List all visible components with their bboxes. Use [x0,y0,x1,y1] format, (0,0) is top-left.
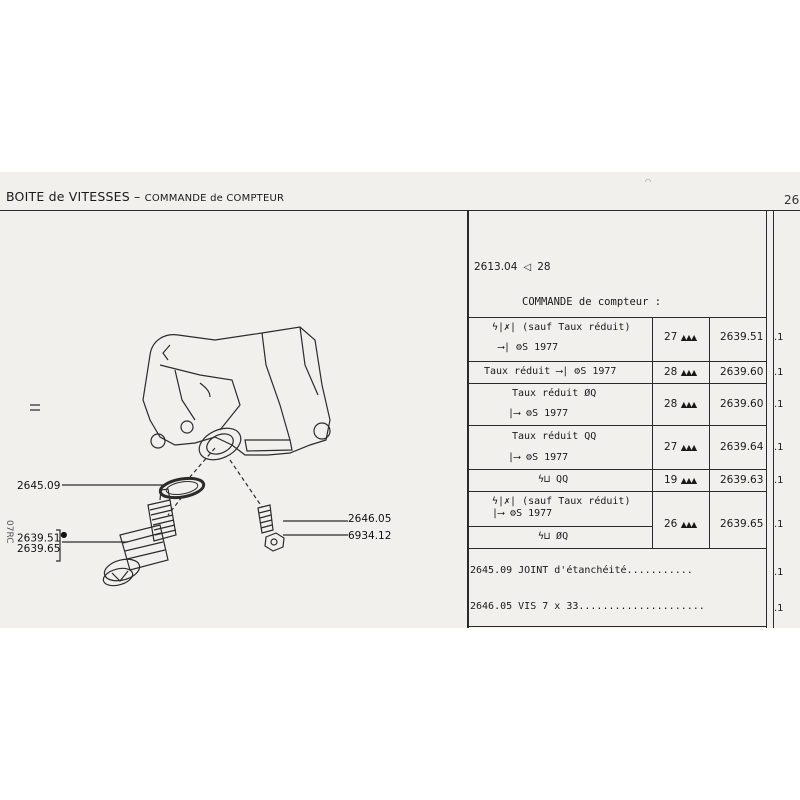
row-ref: 2639.51 [720,331,764,343]
column-divider-edge [773,211,774,628]
part-text: 2646.05 VIS 7 x 33 [470,601,579,612]
row-rule [468,425,767,426]
row-description-3: ϟ⊔ ØQ [538,531,569,542]
part-leader: ........... [626,565,693,576]
row-rule [468,383,767,384]
row-q: .1 [774,475,784,486]
row-description: ϟ|✗| (sauf Taux réduit) [492,496,631,507]
row-description-2: ⟶| ⚙S 1977 [498,342,559,353]
column-divider-qty [652,317,653,548]
qty-triangles: ▲▲▲ [680,520,698,529]
row-q: .1 [774,519,784,530]
qty-number: 28 [664,366,678,378]
row-description-2: |⟶ ⚙S 1977 [492,508,553,519]
row-ref: 2639.64 [720,441,764,453]
column-divider-right [766,211,767,628]
row-qty: 19 ▲▲▲ [664,474,698,486]
callout-2639-51-label: 2639.51 [17,532,61,545]
callout-2639-65: 2639.65 [17,543,61,555]
catalog-sheet [0,172,800,628]
callout-6934-12: 6934.12 [348,530,392,542]
row-rule [468,317,767,318]
row-q: .1 [774,399,784,410]
column-divider-ref [709,317,710,548]
row-ref: 2639.65 [720,518,764,530]
row-ref: 2639.60 [720,366,764,378]
margin-mark: 07RC [4,520,14,544]
row-description: Taux réduit ØQ [512,388,597,399]
qty-number: 19 [664,474,678,486]
reference-number: 2613.04 [474,261,518,273]
qty-triangles: ▲▲▲ [680,333,698,342]
part-q: .1 [774,567,784,578]
callout-2639-51: 2639.51● [17,530,68,545]
qty-triangles: ▲▲▲ [680,443,698,452]
exploded-diagram: 2645.09 2639.51● 2639.65 2646.05 6934.12… [0,215,468,628]
row-description-2: |⟶ ⚙S 1977 [508,408,569,419]
qty-number: 28 [664,398,678,410]
diagram-drawing [30,326,348,587]
title-separator: – [129,189,145,204]
callout-2646-05: 2646.05 [348,513,392,525]
callout-2645-09: 2645.09 [17,480,61,492]
qty-number: 26 [664,518,678,530]
part-leader: ..................... [578,601,705,612]
row-description: Taux réduit ⟶| ⚙S 1977 [484,366,617,377]
row-rule [468,626,767,627]
page-title: BOITE de VITESSES – COMMANDE de COMPTEUR [6,189,284,204]
row-description-2: |⟶ ⚙S 1977 [508,452,569,463]
row-rule-partial [468,526,652,527]
row-rule [468,548,767,549]
qty-number: 27 [664,331,678,343]
scan-mark: ⌒ [645,176,652,187]
part-line: 2646.05 VIS 7 x 33..................... [470,601,705,612]
row-rule [468,469,767,470]
section-title: COMMANDE de compteur : [522,296,662,308]
row-description: ϟ⊔ QQ [538,474,569,485]
row-qty: 28 ▲▲▲ [664,366,698,378]
header-rule [0,210,800,211]
row-ref: 2639.63 [720,474,764,486]
row-rule [468,491,767,492]
reference-line: 2613.04 ◁ 28 [474,261,551,273]
table-left-border [467,211,469,628]
row-description: ϟ|✗| (sauf Taux réduit) [492,322,631,333]
row-q: .1 [774,367,784,378]
part-text: 2645.09 JOINT d'étanchéité [470,565,627,576]
qty-triangles: ▲▲▲ [680,476,698,485]
reference-page: 28 [537,261,551,273]
row-description: Taux réduit QQ [512,431,597,442]
title-sub: COMMANDE de COMPTEUR [144,193,285,204]
row-q: .1 [774,442,784,453]
row-q: .1 [774,332,784,343]
row-qty: 26 ▲▲▲ [664,518,698,530]
row-qty: 28 ▲▲▲ [664,398,698,410]
row-qty: 27 ▲▲▲ [664,331,698,343]
row-ref: 2639.60 [720,398,764,410]
qty-number: 27 [664,441,678,453]
qty-triangles: ▲▲▲ [680,400,698,409]
part-line: 2645.09 JOINT d'étanchéité........... [470,565,693,576]
part-q: .1 [774,603,784,614]
reference-symbol: ◁ [523,262,532,273]
row-rule [468,361,767,362]
qty-triangles: ▲▲▲ [680,368,698,377]
row-qty: 27 ▲▲▲ [664,441,698,453]
page-number: 26 [784,193,800,207]
title-main: BOITE de VITESSES [6,189,130,204]
